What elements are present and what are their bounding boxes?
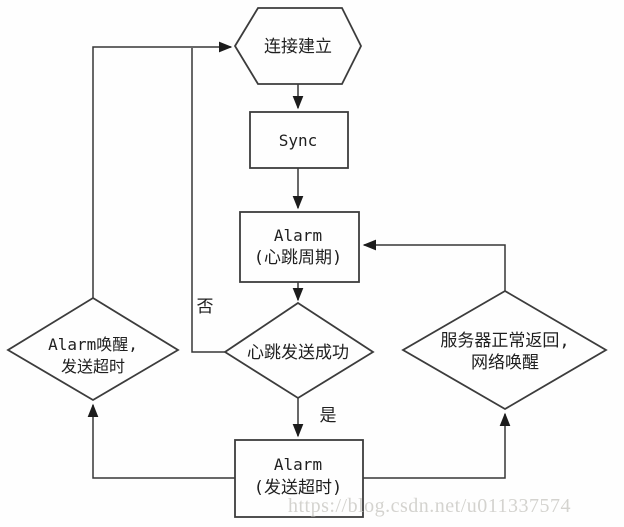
edge-timeout-to-serverreturn — [363, 412, 511, 479]
alarm-heartbeat-label-line2: (心跳周期) — [254, 248, 342, 268]
heartbeat-success-label: 心跳发送成功 — [247, 343, 349, 363]
alarm-timeout-label-line1: Alarm — [274, 455, 322, 474]
edge-timeout-to-alarmwake — [87, 403, 235, 479]
edge-serverreturn-to-alarm — [362, 239, 506, 291]
server-return-diamond — [401, 289, 608, 411]
alarm-heartbeat-label-line1: Alarm — [274, 226, 322, 245]
edge-label-yes: 是 — [320, 406, 337, 426]
connection-established-hexagon — [233, 7, 363, 85]
edge-label-no: 否 — [197, 297, 214, 317]
sync-box — [249, 111, 349, 169]
alarm-timeout-box — [234, 439, 364, 518]
edge-alarmwake-to-connection — [92, 41, 233, 298]
csdn-watermark: https://blog.csdn.net/u011337574 — [288, 495, 571, 517]
server-return-label-line1: 服务器正常返回, — [440, 331, 569, 351]
alarm-wake-diamond — [6, 296, 180, 402]
sync-label: Sync — [279, 131, 318, 150]
alarm-wake-label-line1: Alarm唤醒, — [48, 335, 138, 354]
connection-established-label: 连接建立 — [264, 37, 332, 57]
heartbeat-success-diamond — [223, 301, 375, 400]
server-return-label-line2: 网络唤醒 — [471, 353, 539, 373]
alarm-wake-label-line2: 发送超时 — [61, 357, 125, 376]
alarm-heartbeat-box — [239, 211, 360, 283]
edge-no-branch-feedback — [191, 48, 225, 353]
alarm-timeout-label-line2: (发送超时) — [254, 478, 342, 498]
